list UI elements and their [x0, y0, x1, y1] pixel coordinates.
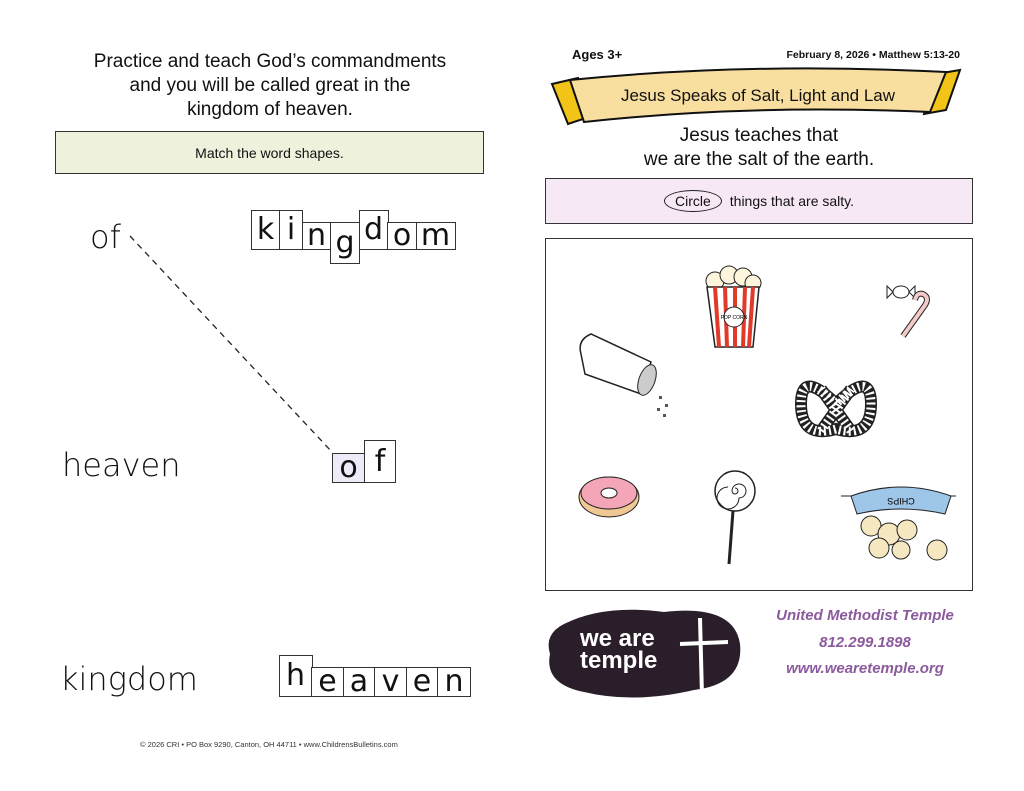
letter-box: e	[311, 667, 344, 697]
popcorn-label: POP CORN	[721, 315, 748, 321]
circle-word: Circle	[663, 190, 722, 212]
letter-box: n	[301, 221, 332, 251]
word-heaven: heaven	[62, 446, 181, 484]
date-scripture: February 8, 2026 • Matthew 5:13-20	[786, 49, 960, 61]
letter-box: n	[437, 667, 471, 697]
subtitle-line: Jesus teaches that	[679, 125, 839, 146]
letter-box: m	[415, 221, 456, 251]
church-name: United Methodist Temple	[776, 607, 954, 624]
age-label: Ages 3+	[572, 47, 623, 62]
logo-text: we are temple	[580, 625, 658, 674]
verse-line: Practice and teach God’s commandments	[93, 51, 447, 72]
word-kingdom: kingdom	[60, 660, 198, 698]
church-phone: 812.299.1898	[819, 634, 911, 651]
instruction-box-salty: Circle things that are salty.	[545, 178, 973, 224]
picture-panel: POP CORN CHIPS	[545, 238, 973, 591]
pretzel-icon[interactable]	[791, 369, 881, 444]
candy-cane-icon[interactable]	[881, 274, 941, 344]
instruction-box: Match the word shapes.	[55, 131, 484, 174]
letter-box: d	[358, 210, 389, 250]
instruction-text: Match the word shapes.	[195, 144, 344, 161]
lesson-title: Jesus Speaks of Salt, Light and Law	[620, 86, 896, 105]
lollipop-icon[interactable]	[711, 469, 761, 569]
church-website[interactable]: www.wearetemple.org	[786, 660, 944, 677]
verse-line: kingdom of heaven.	[187, 99, 353, 120]
letter-box: g	[330, 222, 360, 264]
salt-shaker-icon[interactable]	[571, 324, 681, 424]
scroll-banner-icon	[550, 67, 962, 126]
chips-bag-icon[interactable]: CHIPS	[841, 474, 961, 564]
memory-verse: Practice and teach God’s commandments an…	[40, 50, 500, 122]
lesson-subtitle: Jesus teaches that we are the salt of th…	[545, 124, 973, 172]
we-are-temple-logo	[548, 609, 741, 698]
letter-box: e	[405, 667, 439, 697]
logo-line: we are	[580, 625, 655, 652]
subtitle-line: we are the salt of the earth.	[643, 149, 875, 170]
copyright-footer: © 2026 CRI • PO Box 9290, Canton, OH 447…	[140, 740, 398, 749]
letter-box: v	[374, 667, 407, 697]
donut-icon[interactable]	[576, 469, 646, 524]
letter-box: a	[342, 667, 376, 697]
shape-word-heaven: h e a v e n	[278, 655, 471, 697]
letter-box: o	[331, 453, 366, 483]
shape-word-of: o f	[331, 440, 396, 483]
instruction-text: things that are salty.	[729, 193, 855, 209]
chips-label: CHIPS	[887, 496, 915, 506]
popcorn-icon[interactable]: POP CORN	[701, 261, 771, 351]
logo-line: temple	[580, 647, 658, 674]
letter-box: k	[250, 210, 281, 250]
letter-box: o	[387, 221, 417, 251]
letter-box: f	[364, 440, 396, 483]
verse-line: and you will be called great in the	[129, 75, 411, 96]
letter-box: i	[279, 210, 303, 250]
word-of: of	[90, 218, 121, 256]
letter-box: h	[278, 655, 313, 697]
shape-word-kingdom: k i n g d o m	[250, 210, 456, 264]
